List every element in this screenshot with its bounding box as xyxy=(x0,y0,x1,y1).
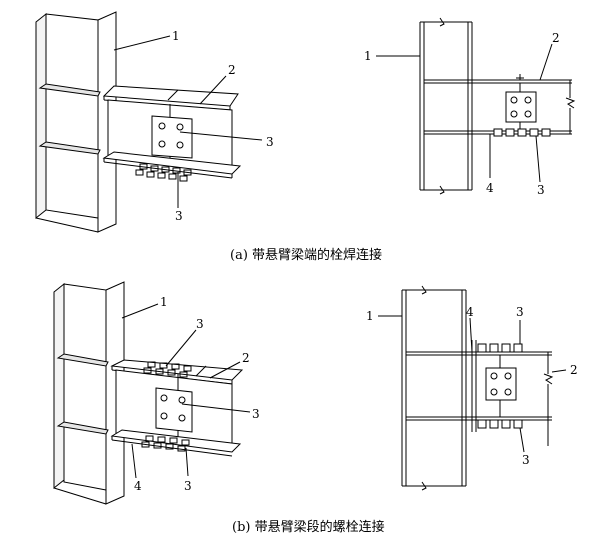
label-column: 1 xyxy=(160,295,168,309)
bolt xyxy=(161,413,167,419)
label-beam: 2 xyxy=(552,31,560,45)
label-stiffener: 4 xyxy=(134,479,142,493)
caption-a: (a) 带悬臂梁端的栓焊连接 xyxy=(230,248,383,263)
label-bolt: 3 xyxy=(252,407,260,421)
column-stiffener-upper xyxy=(58,354,108,366)
bolt xyxy=(505,389,511,395)
bolt xyxy=(491,373,497,379)
bottom-flange-bolts xyxy=(478,420,522,428)
beam-bottom-flange xyxy=(104,152,240,174)
bolt xyxy=(179,397,185,403)
label-column: 1 xyxy=(172,29,180,43)
iso-view-b xyxy=(54,282,250,504)
column-stiffener-lower xyxy=(40,142,100,154)
splice-plate xyxy=(506,92,536,122)
bolt xyxy=(511,97,517,103)
label-bolt: 3 xyxy=(516,305,524,319)
beam-top-flange xyxy=(104,86,238,106)
beam-top-flange xyxy=(112,360,242,380)
label-stiffener: 4 xyxy=(466,305,474,319)
bolt xyxy=(159,141,165,147)
bolt xyxy=(505,373,511,379)
label-bolt: 3 xyxy=(266,135,274,149)
bottom-flange-bolts xyxy=(136,164,191,181)
caption-b: (b) 带悬臂梁段的螺栓连接 xyxy=(232,520,385,535)
bolt xyxy=(179,415,185,421)
bolt xyxy=(177,124,183,130)
label-stiffener: 4 xyxy=(486,181,494,195)
label-bolt: 3 xyxy=(175,209,183,223)
top-flange-bolts xyxy=(144,362,191,377)
splice-plate xyxy=(152,116,192,158)
column-flange-back xyxy=(54,284,64,488)
bolt xyxy=(525,97,531,103)
bolt xyxy=(491,389,497,395)
bottom-flange-bolts xyxy=(494,129,550,136)
bolt xyxy=(177,142,183,148)
column-stiffener-upper xyxy=(40,84,100,96)
top-flange-bolts xyxy=(478,344,522,352)
label-beam: 2 xyxy=(242,351,250,365)
bottom-flange-bolts xyxy=(142,436,189,451)
label-beam: 2 xyxy=(228,63,236,77)
column-flange-back xyxy=(36,14,46,218)
elevation-view-a xyxy=(376,18,574,194)
label-beam: 2 xyxy=(570,363,578,377)
column-stiffener-lower xyxy=(58,422,108,434)
bolt xyxy=(511,111,517,117)
part-labels: 1 2 3 3 1 2 4 3 1 3 2 3 4 3 1 4 3 2 3 xyxy=(134,29,578,493)
beam-bottom-flange xyxy=(112,430,240,452)
splice-plate xyxy=(486,368,516,400)
iso-view-a xyxy=(36,12,262,232)
label-bolt: 3 xyxy=(522,453,530,467)
bolt xyxy=(159,123,165,129)
label-bolt: 3 xyxy=(196,317,204,331)
label-column: 1 xyxy=(366,309,374,323)
splice-plate xyxy=(156,388,192,432)
column-web xyxy=(64,284,106,490)
label-bolt: 3 xyxy=(537,183,545,197)
column-web xyxy=(46,14,98,218)
elevation-view-b xyxy=(378,286,566,490)
label-bolt: 3 xyxy=(184,479,192,493)
label-column: 1 xyxy=(364,49,372,63)
bolt xyxy=(525,111,531,117)
bolt xyxy=(161,395,167,401)
